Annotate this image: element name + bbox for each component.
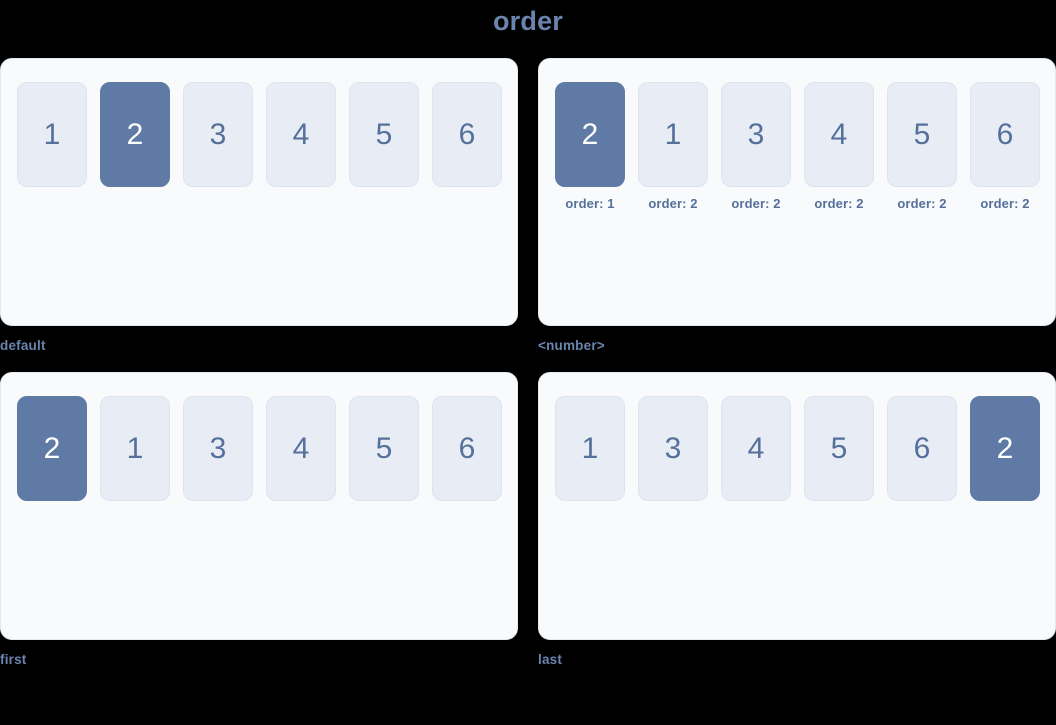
demo-cell-last: 1 3 4 5 6 2 last [538, 372, 1056, 667]
order-value-label: order: 2 [897, 196, 947, 211]
list-item[interactable]: 5 [349, 82, 419, 187]
demo-cell-number: 2 order: 1 1 order: 2 3 order: 2 4 order… [538, 58, 1056, 353]
order-box[interactable]: 4 [266, 396, 336, 501]
order-box-highlighted[interactable]: 2 [970, 396, 1040, 501]
list-item[interactable]: 3 [183, 396, 253, 501]
order-value-label: order: 1 [565, 196, 615, 211]
panel-number-items: 2 order: 1 1 order: 2 3 order: 2 4 order… [539, 59, 1055, 211]
order-box[interactable]: 6 [432, 82, 502, 187]
order-box-highlighted[interactable]: 2 [100, 82, 170, 187]
list-item[interactable]: 2 [100, 82, 170, 187]
list-item[interactable]: 3 [183, 82, 253, 187]
list-item[interactable]: 1 [555, 396, 625, 501]
list-item[interactable]: 3 order: 2 [721, 82, 791, 211]
list-item[interactable]: 6 [432, 396, 502, 501]
order-value-label: order: 2 [731, 196, 781, 211]
demo-cell-default: 1 2 3 4 5 6 default [0, 58, 518, 353]
order-box[interactable]: 5 [349, 82, 419, 187]
order-box[interactable]: 3 [183, 396, 253, 501]
list-item[interactable]: 2 [970, 396, 1040, 501]
order-box[interactable]: 4 [266, 82, 336, 187]
page-title: order [492, 6, 564, 36]
list-item[interactable]: 4 [266, 396, 336, 501]
panel-caption-default: default [0, 338, 46, 353]
list-item[interactable]: 5 [804, 396, 874, 501]
list-item[interactable]: 2 order: 1 [555, 82, 625, 211]
demo-grid: 1 2 3 4 5 6 default [0, 58, 1056, 678]
panel-caption-number: <number> [538, 338, 605, 353]
order-box[interactable]: 3 [638, 396, 708, 501]
list-item[interactable]: 6 [432, 82, 502, 187]
list-item[interactable]: 4 order: 2 [804, 82, 874, 211]
list-item[interactable]: 4 [721, 396, 791, 501]
order-value-label: order: 2 [814, 196, 864, 211]
list-item[interactable]: 1 order: 2 [638, 82, 708, 211]
list-item[interactable]: 6 [887, 396, 957, 501]
panel-first-items: 2 1 3 4 5 6 [1, 373, 517, 501]
order-box[interactable]: 4 [804, 82, 874, 187]
panel-number: 2 order: 1 1 order: 2 3 order: 2 4 order… [538, 58, 1056, 326]
list-item[interactable]: 3 [638, 396, 708, 501]
panel-default: 1 2 3 4 5 6 [0, 58, 518, 326]
panel-caption-last: last [538, 652, 563, 667]
list-item[interactable]: 5 [349, 396, 419, 501]
panel-default-items: 1 2 3 4 5 6 [1, 59, 517, 187]
order-value-label: order: 2 [980, 196, 1030, 211]
order-box[interactable]: 3 [721, 82, 791, 187]
demo-cell-first: 2 1 3 4 5 6 first [0, 372, 518, 667]
order-box[interactable]: 5 [349, 396, 419, 501]
order-box[interactable]: 5 [887, 82, 957, 187]
order-box[interactable]: 6 [887, 396, 957, 501]
order-box-highlighted[interactable]: 2 [17, 396, 87, 501]
order-box[interactable]: 5 [804, 396, 874, 501]
panel-last: 1 3 4 5 6 2 [538, 372, 1056, 640]
list-item[interactable]: 1 [100, 396, 170, 501]
list-item[interactable]: 2 [17, 396, 87, 501]
order-box[interactable]: 4 [721, 396, 791, 501]
panel-caption-first: first [0, 652, 27, 667]
panel-first: 2 1 3 4 5 6 [0, 372, 518, 640]
order-box[interactable]: 1 [100, 396, 170, 501]
order-box[interactable]: 1 [17, 82, 87, 187]
order-box[interactable]: 1 [638, 82, 708, 187]
order-box[interactable]: 6 [970, 82, 1040, 187]
order-box-highlighted[interactable]: 2 [555, 82, 625, 187]
order-value-label: order: 2 [648, 196, 698, 211]
list-item[interactable]: 1 [17, 82, 87, 187]
order-box[interactable]: 3 [183, 82, 253, 187]
list-item[interactable]: 6 order: 2 [970, 82, 1040, 211]
list-item[interactable]: 5 order: 2 [887, 82, 957, 211]
order-box[interactable]: 6 [432, 396, 502, 501]
panel-last-items: 1 3 4 5 6 2 [539, 373, 1055, 501]
order-box[interactable]: 1 [555, 396, 625, 501]
list-item[interactable]: 4 [266, 82, 336, 187]
